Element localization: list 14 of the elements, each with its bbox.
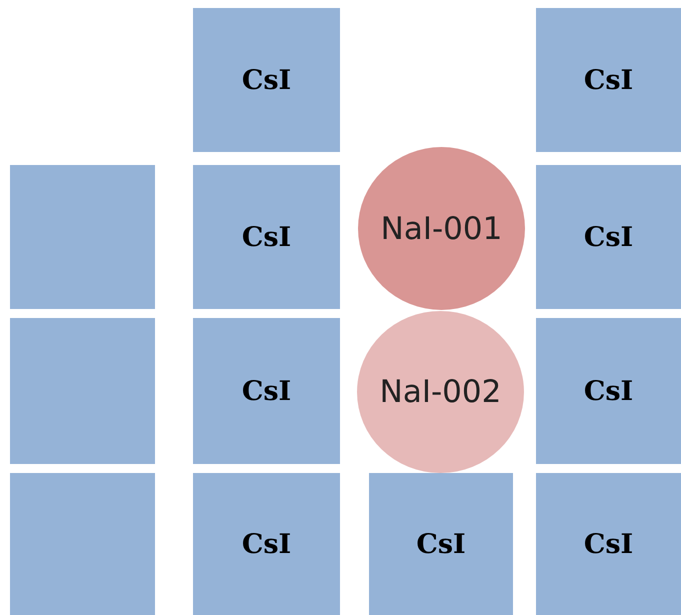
crystal-block: CsI xyxy=(193,473,340,615)
crystal-block: CsI xyxy=(193,318,340,464)
detector-label: NaI-002 xyxy=(378,374,502,410)
detector-label: NaI-001 xyxy=(380,210,504,246)
crystal-block: CsI xyxy=(536,473,681,615)
crystal-block: CsI xyxy=(369,473,513,615)
crystal-block: CsI xyxy=(193,8,340,152)
crystal-block: CsI xyxy=(193,165,340,309)
crystal-block xyxy=(10,165,155,309)
crystal-block xyxy=(10,473,155,615)
crystal-block: CsI xyxy=(536,318,681,464)
crystal-block: CsI xyxy=(536,8,681,152)
crystal-block: CsI xyxy=(536,165,681,309)
crystal-block xyxy=(10,318,155,464)
